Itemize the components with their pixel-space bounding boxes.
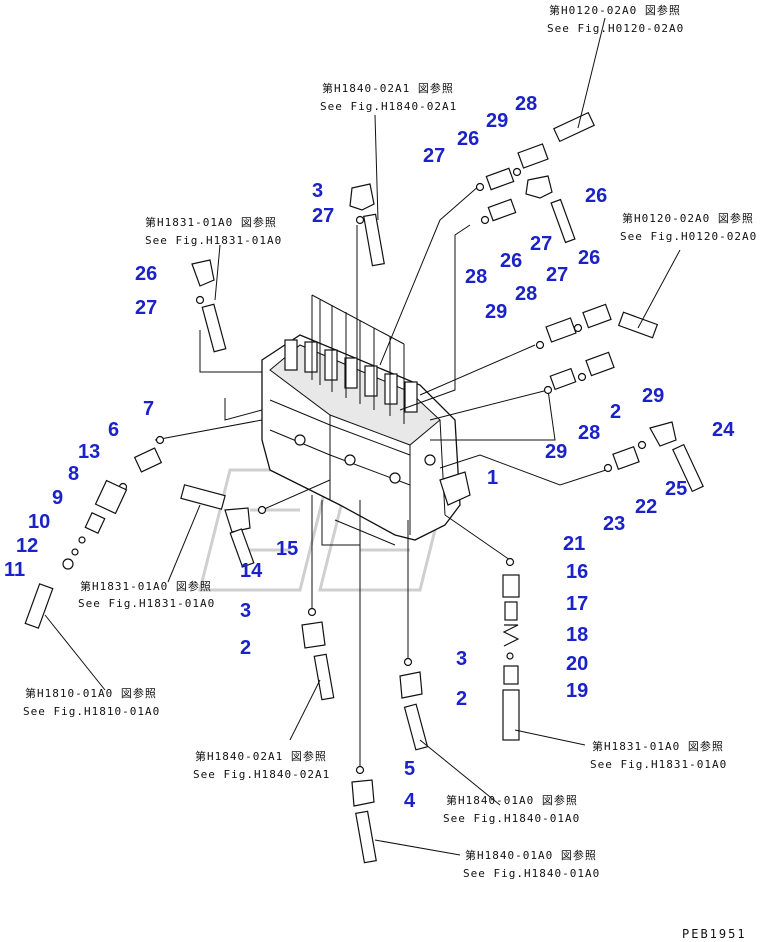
callout-27-b: 28 [465,266,487,288]
callout-8: 8 [68,463,79,485]
callout-3-top: 27 [312,205,334,227]
ref-jp-h1840-01a0-bottom: 第H1840-01A0 図参照 [465,848,597,862]
callout-15: 15 [276,538,298,560]
callout-23: 23 [603,513,625,535]
ref-jp-h0120-right: 第H0120-02A0 図参照 [622,211,754,225]
callout-18: 18 [566,624,588,646]
ref-en-h0120-right: See Fig.H0120-02A0 [620,230,757,243]
ref-jp-h1840-01a0-mid: 第H1840-01A0 図参照 [446,793,578,807]
callout-17: 17 [566,593,588,615]
control-valve-body [261,334,471,541]
callout-29-c: 27 [546,264,568,286]
ref-en-h1831-top: See Fig.H1831-01A0 [145,234,282,247]
callout-2-right: 2 [456,688,467,710]
callout-26-c: 28 [515,283,537,305]
callout-14-top: 26 [135,263,157,285]
callout-26-b: 26 [500,250,522,272]
callout-1: 1 [487,467,498,489]
ref-jp-h0120-top: 第H0120-02A0 図参照 [549,3,681,17]
callout-13: 13 [78,441,100,463]
callout-28-c: 26 [578,247,600,269]
callout-24: 24 [712,419,735,441]
reference-arrows [44,17,681,856]
ref-en-h1840-01a0-mid: See Fig.H1840-01A0 [443,812,580,825]
callout-14: 14 [240,560,263,582]
callout-28-a: 28 [515,93,537,115]
callout-10: 10 [28,511,50,533]
callout-15-top: 27 [135,297,157,319]
ref-jp-h1831-bottom-right: 第H1831-01A0 図参照 [592,739,724,753]
ref-jp-h1840-02a1-bottom: 第H1840-02A1 図参照 [195,749,327,763]
callout-3-right: 3 [456,648,467,670]
ref-jp-h1840-02a1-top: 第H1840-02A1 図参照 [322,81,454,95]
callout-21: 21 [563,533,585,555]
callout-27-a: 27 [423,145,445,167]
fittings [24,111,704,864]
callout-25: 25 [665,478,687,500]
callout-28-d: 29 [642,385,664,407]
callout-27-d: 29 [545,441,567,463]
callout-12: 12 [16,535,38,557]
callout-3-mid: 3 [240,600,251,622]
leader-lines [154,184,607,770]
callout-6: 6 [108,419,119,441]
callout-5: 5 [404,758,415,780]
ref-en-h1840-01a0-bottom: See Fig.H1840-01A0 [463,867,600,880]
callout-4: 4 [404,790,416,812]
callout-7: 7 [143,398,154,420]
ref-en-h1840-02a1-top: See Fig.H1840-02A1 [320,100,457,113]
callout-22: 22 [635,496,657,518]
callout-numbers: 1 3 27 2 3 2 3 4 5 6 7 8 9 10 12 11 13 2… [4,93,735,812]
callout-2-mid: 2 [240,637,251,659]
ref-en-h0120-top: See Fig.H0120-02A0 [547,22,684,35]
callout-19: 19 [566,680,588,702]
callout-28-b: 26 [585,185,607,207]
callout-26-a: 26 [457,128,479,150]
ref-jp-h1831-mid: 第H1831-01A0 図参照 [80,579,212,593]
ref-en-h1810: See Fig.H1810-01A0 [23,705,160,718]
ref-en-h1840-02a1-bottom: See Fig.H1840-02A1 [193,768,330,781]
ref-jp-h1831-top: 第H1831-01A0 図参照 [145,215,277,229]
ref-jp-h1810: 第H1810-01A0 図参照 [25,686,157,700]
callout-2-top: 3 [312,180,323,202]
callout-29-d: 2 [610,401,621,423]
callout-29-a: 29 [486,110,508,132]
callout-20: 20 [566,653,588,675]
ref-en-h1831-bottom-right: See Fig.H1831-01A0 [590,758,727,771]
reference-notes: 第H0120-02A0 図参照 See Fig.H0120-02A0 第H184… [23,3,757,880]
callout-16: 16 [566,561,588,583]
callout-29-b: 27 [530,233,552,255]
callout-9: 9 [52,487,63,509]
callout-27-c: 29 [485,301,507,323]
callout-11: 11 [4,559,25,581]
callout-26-d: 28 [578,422,600,444]
drawing-code: PEB1951 [682,927,747,941]
ref-en-h1831-mid: See Fig.H1831-01A0 [78,597,215,610]
